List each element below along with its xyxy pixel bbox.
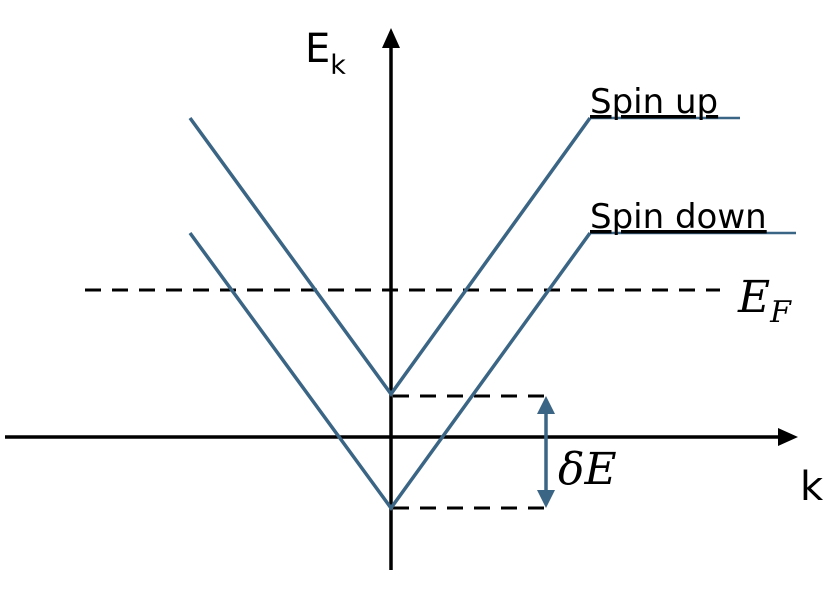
x-axis-arrowhead	[778, 428, 798, 446]
fermi-energy-label: EF	[737, 272, 792, 330]
spin-down-label: Spin down	[590, 197, 767, 237]
y-axis-arrowhead	[382, 28, 400, 48]
spin-down-band	[188, 231, 592, 511]
fermi-energy-subscript: F	[769, 295, 792, 330]
y-axis-label-subscript: k	[330, 50, 346, 81]
spin-up-band	[188, 116, 592, 397]
y-axis-label: Ek	[305, 26, 346, 81]
splitting-arrow-head-top	[537, 396, 555, 414]
spin-up-label: Spin up	[590, 82, 718, 122]
splitting-label: δE	[558, 444, 617, 495]
x-axis-label: k	[800, 464, 824, 510]
splitting-arrow-head-bottom	[537, 490, 555, 508]
